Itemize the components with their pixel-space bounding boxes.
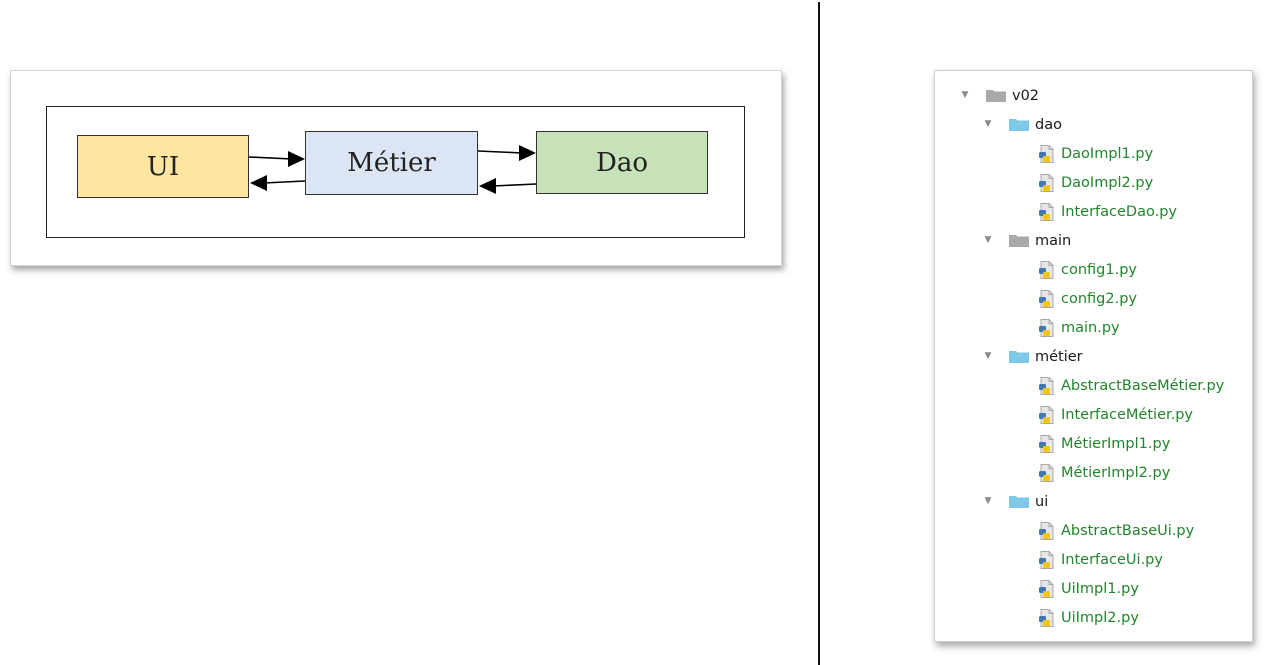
expand-toggle-icon[interactable]: ▼ [984, 119, 992, 129]
tree-file-item[interactable]: UiImpl2.py [935, 603, 1252, 632]
folder-label: dao [1035, 116, 1062, 133]
python-file-icon [1039, 579, 1056, 598]
tree-folder-1[interactable]: ▼ main [935, 226, 1252, 255]
folder-label: v02 [1012, 87, 1040, 104]
tree-file-item[interactable]: InterfaceUi.py [935, 545, 1252, 574]
file-label: config2.py [1061, 290, 1137, 307]
expand-toggle-icon[interactable]: ▼ [984, 235, 992, 245]
ui-layer-label: UI [146, 151, 180, 182]
tree-folder-3[interactable]: ▼ ui [935, 487, 1252, 516]
python-file-icon [1039, 463, 1056, 482]
expand-toggle-icon[interactable]: ▼ [984, 496, 992, 506]
dao-layer-label: Dao [596, 147, 648, 178]
ui-layer-box: UI [77, 135, 249, 198]
expand-toggle-icon[interactable]: ▼ [961, 90, 969, 100]
metier-layer-label: Métier [347, 148, 436, 178]
python-file-icon [1039, 405, 1056, 424]
tree-file-item[interactable]: config2.py [935, 284, 1252, 313]
file-label: DaoImpl2.py [1061, 174, 1154, 191]
file-label: config1.py [1061, 261, 1137, 278]
tree-file-item[interactable]: InterfaceMétier.py [935, 400, 1252, 429]
python-file-icon [1039, 173, 1056, 192]
folder-label: ui [1035, 493, 1049, 510]
folder-label: métier [1035, 348, 1083, 365]
expand-toggle-icon[interactable]: ▼ [984, 351, 992, 361]
python-file-icon [1039, 260, 1056, 279]
tree-file-item[interactable]: AbstractBaseMétier.py [935, 371, 1252, 400]
python-file-icon [1039, 521, 1056, 540]
file-label: main.py [1061, 319, 1120, 336]
tree-file-item[interactable]: main.py [935, 313, 1252, 342]
folder-label: main [1035, 232, 1072, 249]
file-label: AbstractBaseMétier.py [1061, 377, 1225, 394]
python-file-icon [1039, 144, 1056, 163]
package-folder-icon [1009, 350, 1029, 363]
tree-folder-0[interactable]: ▼ dao [935, 110, 1252, 139]
dao-layer-box: Dao [536, 131, 708, 194]
file-label: InterfaceUi.py [1061, 551, 1163, 568]
tree-file-item[interactable]: AbstractBaseUi.py [935, 516, 1252, 545]
file-label: UiImpl1.py [1061, 580, 1139, 597]
file-label: UiImpl2.py [1061, 609, 1139, 626]
tree-file-item[interactable]: MétierImpl2.py [935, 458, 1252, 487]
tree-file-item[interactable]: config1.py [935, 255, 1252, 284]
tree-file-item[interactable]: MétierImpl1.py [935, 429, 1252, 458]
tree-folder-2[interactable]: ▼ métier [935, 342, 1252, 371]
package-folder-icon [1009, 495, 1029, 508]
tree-item-root[interactable]: ▼ v02 [935, 81, 1252, 110]
tree-file-item[interactable]: InterfaceDao.py [935, 197, 1252, 226]
tree-file-item[interactable]: DaoImpl2.py [935, 168, 1252, 197]
python-file-icon [1039, 376, 1056, 395]
file-label: InterfaceMétier.py [1061, 406, 1194, 423]
python-file-icon [1039, 318, 1056, 337]
tree-file-item[interactable]: DaoImpl1.py [935, 139, 1252, 168]
python-file-icon [1039, 202, 1056, 221]
plain-folder-icon [986, 89, 1006, 102]
metier-layer-box: Métier [305, 131, 478, 195]
tree-file-item[interactable]: UiImpl1.py [935, 574, 1252, 603]
python-file-icon [1039, 608, 1056, 627]
python-file-icon [1039, 434, 1056, 453]
python-file-icon [1039, 289, 1056, 308]
file-label: AbstractBaseUi.py [1061, 522, 1195, 539]
file-label: DaoImpl1.py [1061, 145, 1154, 162]
python-file-icon [1039, 550, 1056, 569]
package-folder-icon [1009, 118, 1029, 131]
file-label: MétierImpl1.py [1061, 435, 1171, 452]
file-label: InterfaceDao.py [1061, 203, 1177, 220]
vertical-divider [818, 2, 820, 665]
diagram-frame [46, 106, 745, 238]
file-label: MétierImpl2.py [1061, 464, 1171, 481]
plain-folder-icon [1009, 234, 1029, 247]
